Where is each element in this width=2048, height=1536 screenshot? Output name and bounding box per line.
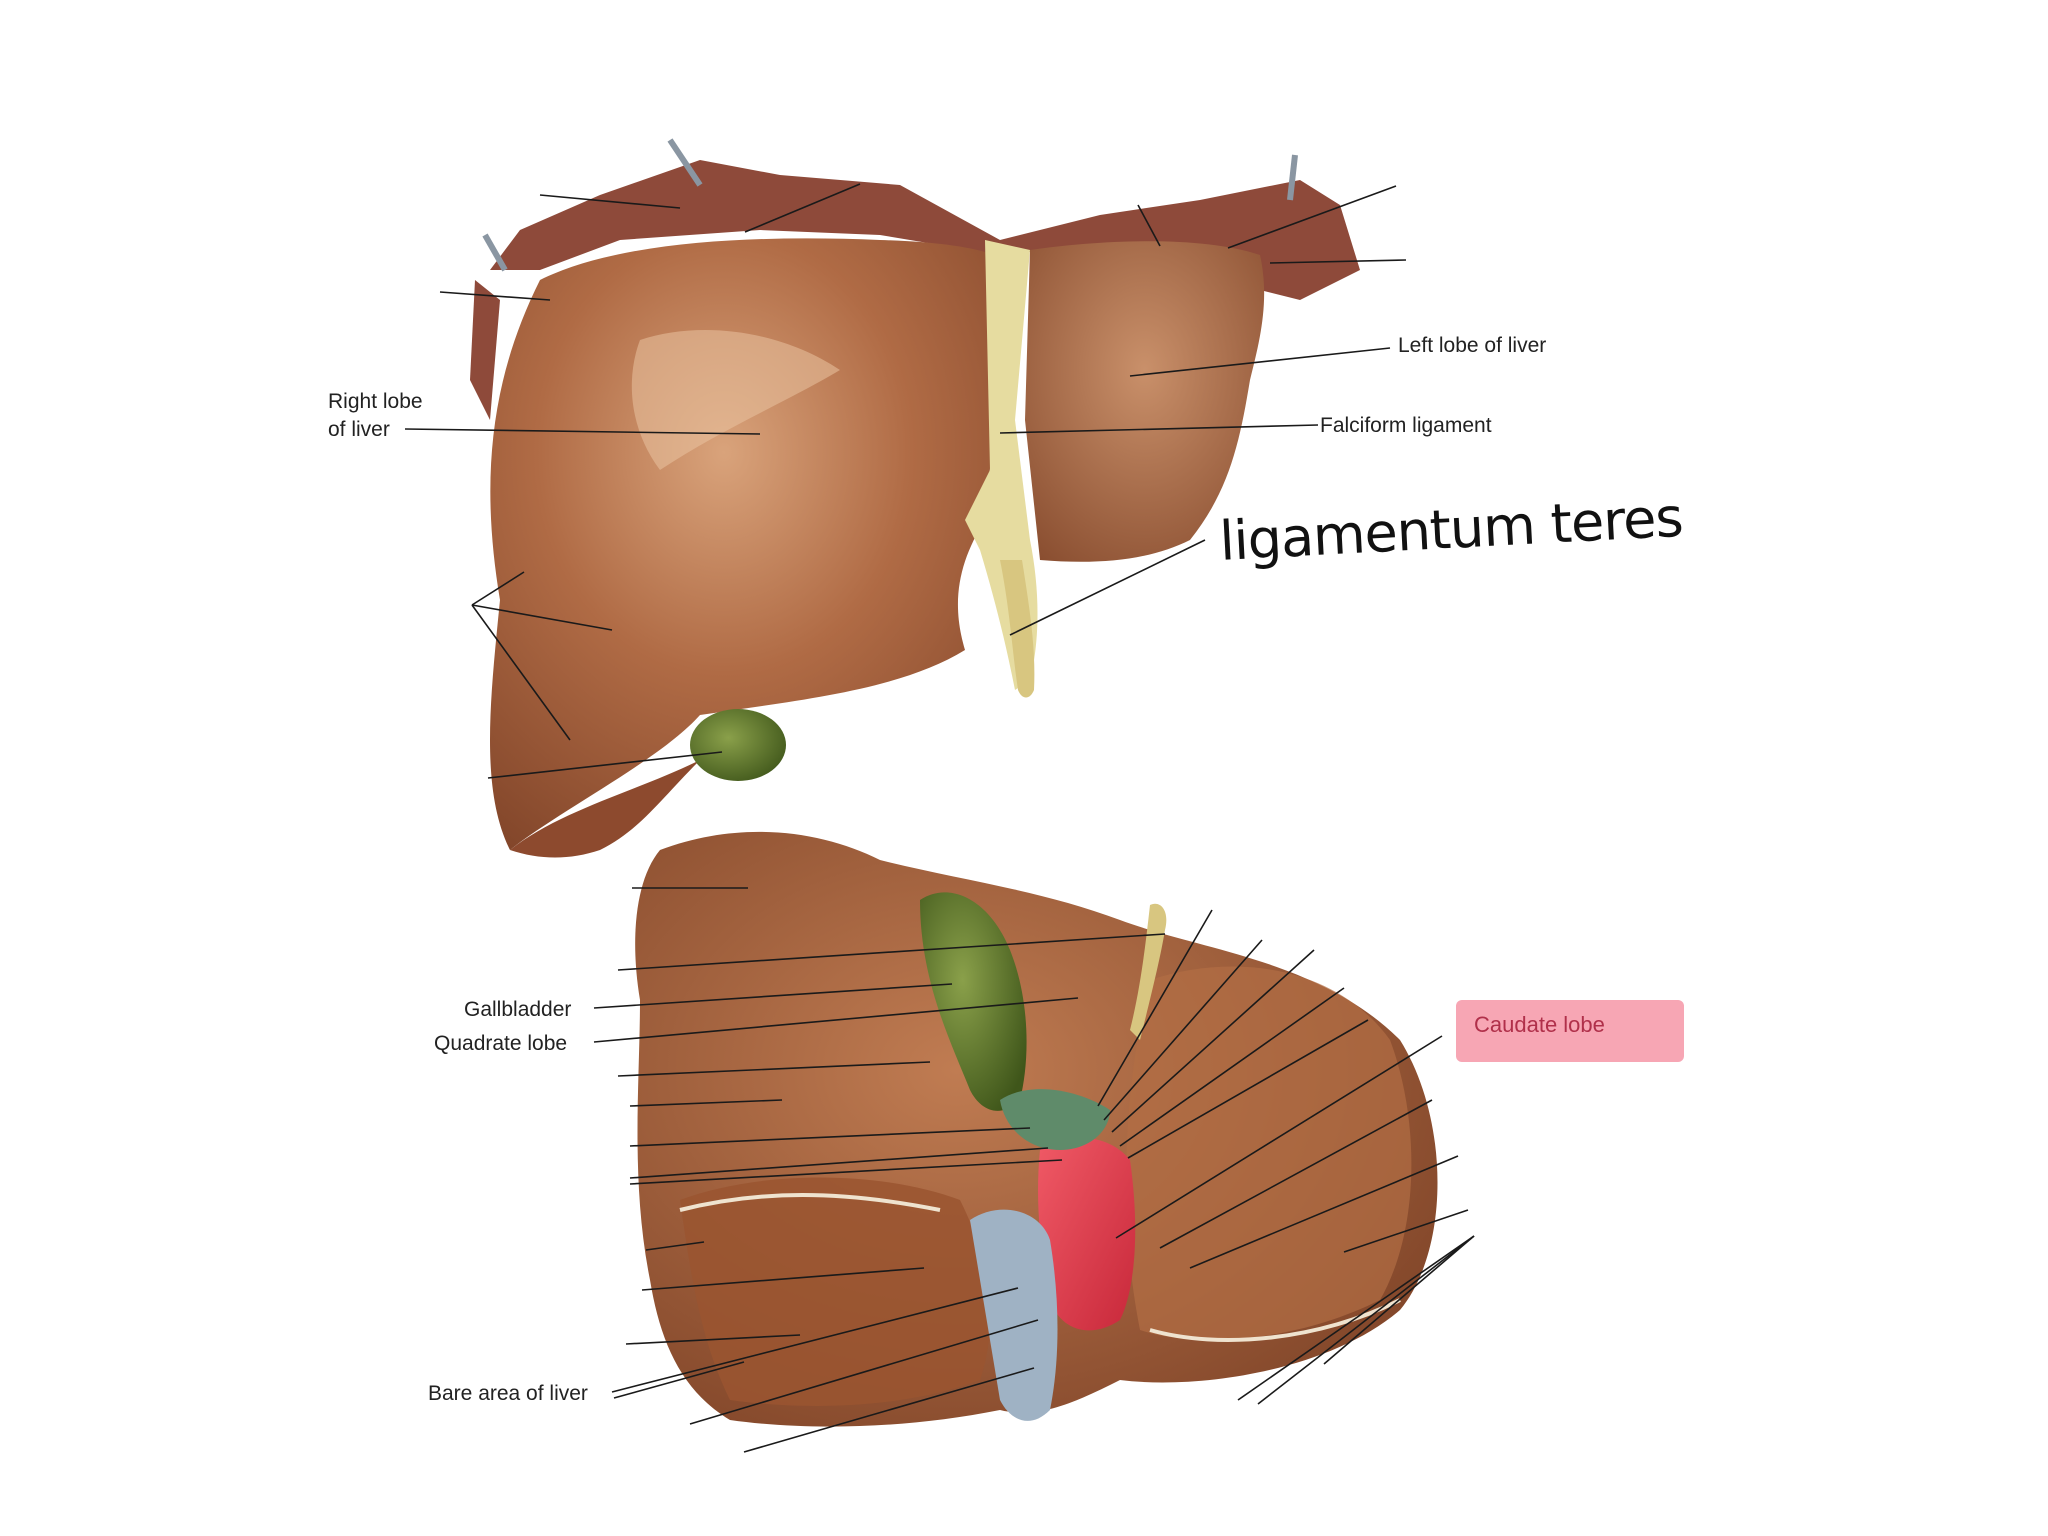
portal-vein bbox=[970, 1209, 1058, 1421]
diaphragm-edge bbox=[470, 280, 500, 420]
fissure-line bbox=[1149, 1298, 1401, 1342]
bare-area-shape bbox=[680, 1177, 991, 1406]
ligamentum-teres-tip bbox=[1130, 903, 1167, 1040]
label-right-lobe-line2: of liver bbox=[328, 418, 390, 441]
caudate-lobe-highlight bbox=[1456, 1000, 1684, 1062]
porta-hepatis bbox=[1000, 1089, 1110, 1150]
right-lobe-highlight bbox=[631, 330, 840, 470]
caudate-region bbox=[1126, 966, 1412, 1340]
diaphragm bbox=[490, 160, 1360, 300]
fissure-line bbox=[679, 1193, 941, 1212]
label-right-lobe-line1: Right lobe bbox=[328, 390, 423, 413]
retractor-clip bbox=[482, 233, 508, 272]
right-lobe-inferior-edge bbox=[510, 760, 700, 858]
leader-lines bbox=[404, 183, 1475, 1453]
label-falciform-ligament: Falciform ligament bbox=[1320, 414, 1492, 437]
label-caudate-lobe: Caudate lobe bbox=[1474, 1012, 1605, 1037]
retractor-clip bbox=[667, 138, 703, 187]
inferior-vena-cava bbox=[1038, 1137, 1136, 1331]
label-bare-area: Bare area of liver bbox=[428, 1382, 588, 1405]
label-gallbladder: Gallbladder bbox=[464, 998, 572, 1021]
gallbladder-fundus bbox=[690, 709, 786, 781]
left-lobe-top bbox=[1025, 241, 1265, 562]
label-left-lobe: Left lobe of liver bbox=[1398, 334, 1547, 357]
right-lobe-top bbox=[490, 238, 1010, 850]
retractor-clip bbox=[1287, 154, 1298, 201]
label-quadrate-lobe: Quadrate lobe bbox=[434, 1032, 568, 1055]
gallbladder-visceral bbox=[920, 892, 1027, 1111]
ligamentum-teres-cord bbox=[1000, 560, 1035, 698]
